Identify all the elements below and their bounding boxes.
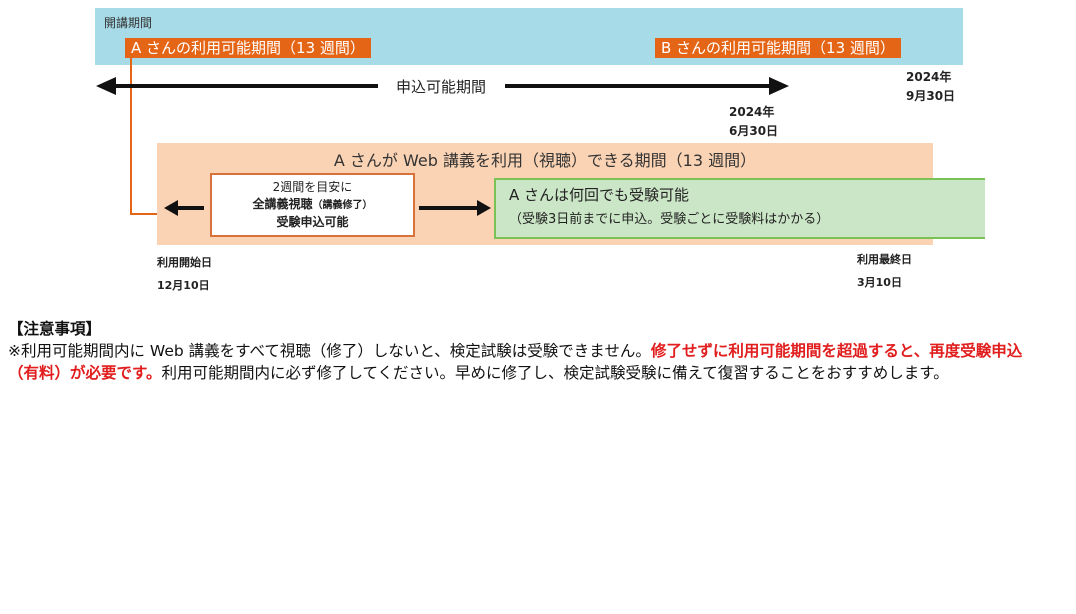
a-connector-line — [130, 58, 157, 215]
date-sep30-year: 2024年 — [906, 70, 952, 84]
right-duration-arrow — [419, 200, 491, 216]
completion-box-line1: 2週間を目安に — [272, 180, 353, 194]
diagram-arrows: 申込可能期間 — [96, 58, 789, 216]
notes-text-2: 利用可能期間内に必ず修了してください。早めに修了し、検定試験受験に備えて復習する… — [161, 364, 949, 382]
exam-period-line1: A さんは何回でも受験可能 — [509, 186, 690, 204]
start-date-label: 利用開始日 — [157, 256, 212, 269]
a-period-label: A さんの利用可能期間（13 週間） — [125, 38, 371, 58]
end-date-label: 利用最終日 — [857, 253, 912, 266]
date-jun30-day: 6月30日 — [729, 124, 779, 138]
application-period-arrow — [96, 77, 789, 95]
start-date: 利用開始日 12月10日 — [157, 251, 212, 297]
notes-heading: 【注意事項】 — [8, 320, 102, 338]
end-date: 利用最終日 3月10日 — [857, 248, 912, 294]
notes-body: ※利用可能期間内に Web 講義をすべて視聴（修了）しないと、検定試験は受験でき… — [8, 340, 1053, 384]
open-period-label: 開講期間 — [104, 16, 153, 30]
date-jun30: 2024年 6月30日 — [729, 103, 778, 141]
b-period-label: B さんの利用可能期間（13 週間） — [655, 38, 901, 58]
end-date-value: 3月10日 — [857, 276, 902, 289]
completion-box-line2: 全講義視聴（講義修了） — [212, 196, 413, 214]
completion-box-line2-main: 全講義視聴 — [252, 197, 313, 211]
application-period-label: 申込可能期間 — [396, 78, 486, 96]
completion-box: 2週間を目安に 全講義視聴（講義修了） 受験申込可能 — [210, 173, 415, 237]
completion-box-line3: 受験申込可能 — [276, 215, 349, 229]
notes-warning-text: 修了せずに利用可能期間を超過すると、再度受験申込（有料）が必要です。 — [8, 342, 1023, 382]
date-sep30: 2024年 9月30日 — [906, 68, 955, 106]
exam-period-line2: （受験3日前までに申込。受験ごとに受験料はかかる） — [509, 212, 830, 227]
notes-text-1: ※利用可能期間内に Web 講義をすべて視聴（修了）しないと、検定試験は受験でき… — [8, 342, 651, 360]
completion-box-line2-sub: （講義修了） — [312, 200, 373, 211]
exam-period-box — [494, 178, 985, 239]
left-duration-arrow — [164, 200, 204, 216]
date-jun30-year: 2024年 — [729, 105, 775, 119]
notes-section: 【注意事項】 ※利用可能期間内に Web 講義をすべて視聴（修了）しないと、検定… — [8, 318, 1053, 384]
viewing-period-title: A さんが Web 講義を利用（視聴）できる期間（13 週間） — [333, 151, 757, 170]
date-sep30-day: 9月30日 — [906, 89, 956, 103]
start-date-value: 12月10日 — [157, 279, 210, 292]
